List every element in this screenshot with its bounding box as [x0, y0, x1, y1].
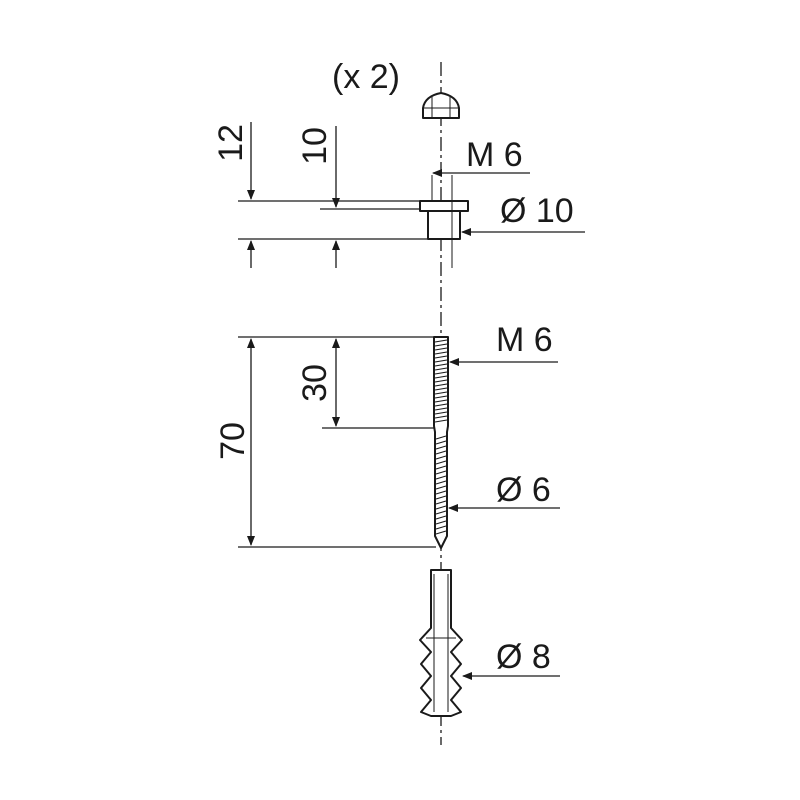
- spacer-inner-height-label: 10: [296, 127, 334, 165]
- wall-anchor: [419, 569, 560, 717]
- bolt-dimensions: [238, 336, 560, 548]
- bolt-diameter-label: Ø 6: [496, 471, 551, 509]
- spacer-outer-height-label: 12: [212, 124, 250, 162]
- bolt-thread-label: M 6: [496, 321, 553, 359]
- bolt-thread-length-label: 30: [296, 364, 334, 402]
- spacer-sleeve: [419, 175, 469, 268]
- hanger-bolt: [433, 336, 449, 549]
- quantity-label: (x 2): [332, 58, 400, 96]
- spacer-dimensions: [238, 122, 585, 268]
- cap-nut-icon: [422, 92, 460, 119]
- spacer-thread-label: M 6: [466, 136, 523, 174]
- spacer-diameter-label: Ø 10: [500, 192, 574, 230]
- anchor-diameter-label: Ø 8: [496, 638, 551, 676]
- bolt-total-length-label: 70: [214, 422, 252, 460]
